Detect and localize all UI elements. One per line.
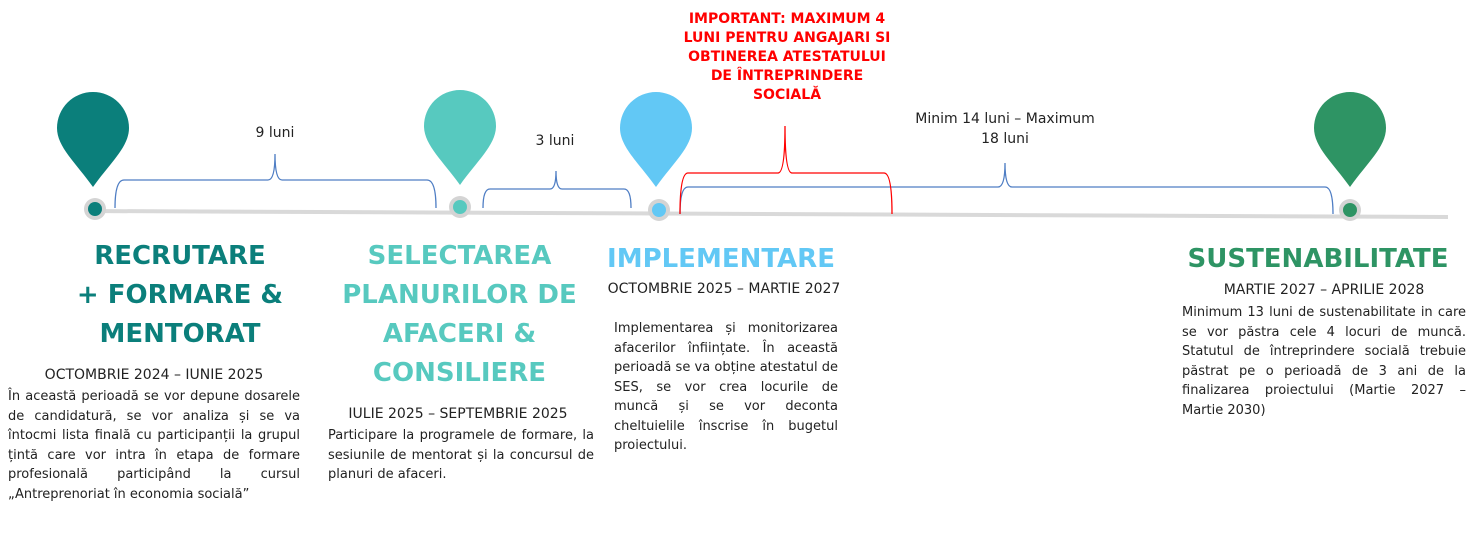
phase-title-selectare: SELECTAREA PLANURILOR DE AFACERI & CONSI… [322,237,597,393]
phase-dates-selectare: IULIE 2025 – SEPTEMBRIE 2025 [348,406,568,422]
location-pin-icon [620,92,692,187]
important-note-line: SOCIALĂ [752,87,822,103]
duration-label-line: Minim 14 luni – Maximum [915,111,1095,127]
milestone-marker-recrutare [56,91,129,220]
location-pin-icon [1314,92,1386,187]
phase-description-implementare: Implementarea și monitorizarea afacerilo… [614,321,838,453]
duration-label-14-18-luni: Minim 14 luni – Maximum 18 luni [880,111,1130,147]
phase-title-line: SUSTENABILITATE [1187,244,1449,274]
phase-dates-implementare: OCTOMBRIE 2025 – MARTIE 2027 [607,281,841,297]
phase-title-recrutare: RECRUTARE + FORMARE & MENTORAT [40,237,320,354]
phase-title-line: SELECTAREA [367,241,552,271]
brace-14-18-luni [679,162,1334,215]
milestone-dot [453,200,467,214]
phase-description-sustenabilitate: Minimum 13 luni de sustenabilitate in ca… [1182,305,1466,418]
important-note-line: LUNI PENTRU ANGAJARI SI [683,30,891,46]
milestone-marker-sustenabilitate [1314,92,1386,221]
milestone-dot [1343,203,1357,217]
important-note-line: IMPORTANT: MAXIMUM 4 [688,11,886,27]
important-note: IMPORTANT: MAXIMUM 4 LUNI PENTRU ANGAJAR… [672,10,902,105]
phase-title-line: CONSILIERE [372,358,547,388]
phase-title-line: MENTORAT [99,319,261,349]
phase-title-sustenabilitate: SUSTENABILITATE [1180,242,1456,276]
duration-label-line: 18 luni [981,131,1029,147]
timeline-line [84,209,1449,219]
location-pin-icon [424,90,496,185]
phase-title-line: RECRUTARE [94,241,266,271]
phase-title-line: AFACERI & [382,319,537,349]
phase-dates-recrutare: OCTOMBRIE 2024 – IUNIE 2025 [44,367,264,383]
location-pin-icon [56,91,129,187]
phase-dates-sustenabilitate: MARTIE 2027 – APRILIE 2028 [1223,282,1425,298]
duration-label-3-luni: 3 luni [535,133,575,149]
brace-maximum-4-luni [679,125,893,215]
brace-3-luni [482,170,632,209]
milestone-dot [652,203,666,217]
phase-title-line: PLANURILOR DE [342,280,577,310]
milestone-marker-selectare [424,90,496,218]
brace-9-luni [114,153,437,209]
phase-title-line: + FORMARE & [76,280,284,310]
milestone-dot [88,202,102,216]
phase-description-recrutare: În această perioadă se vor depune dosare… [8,389,300,502]
phase-title-line: IMPLEMENTARE [607,244,835,274]
phase-title-implementare: IMPLEMENTARE [596,242,846,276]
important-note-line: DE ÎNTREPRINDERE [710,68,864,84]
milestone-marker-implementare [620,92,692,221]
important-note-line: OBTINEREA ATESTATULUI [688,49,886,65]
phase-description-selectare: Participare la programele de formare, la… [328,428,594,482]
duration-label-9-luni: 9 luni [255,125,295,141]
